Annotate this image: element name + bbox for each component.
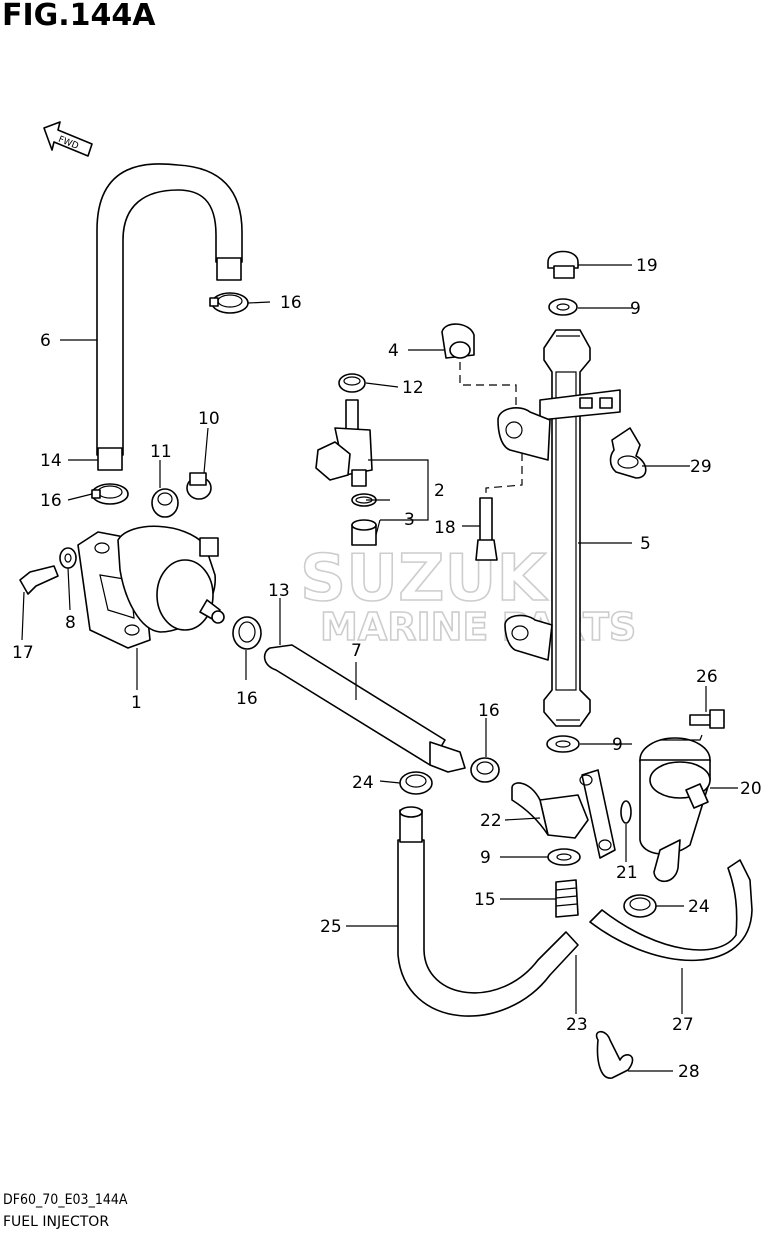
callout-9b: 9 bbox=[612, 735, 623, 755]
watermark: SUZUKI MARINE PARTS bbox=[299, 541, 637, 650]
callout-22: 22 bbox=[480, 811, 502, 831]
washer-9c bbox=[547, 848, 581, 866]
callout-24a: 24 bbox=[352, 773, 374, 793]
hose-6 bbox=[96, 163, 243, 471]
callout-29: 29 bbox=[690, 457, 712, 477]
callout-6: 6 bbox=[40, 331, 51, 351]
callout-1: 1 bbox=[131, 693, 142, 713]
pipe-7 bbox=[263, 644, 466, 773]
callout-2: 2 bbox=[434, 481, 445, 501]
fitting-15 bbox=[555, 879, 579, 918]
figure-title: FIG.144A bbox=[2, 0, 156, 33]
callout-26: 26 bbox=[696, 667, 718, 687]
hose-clamp-16c bbox=[232, 616, 262, 650]
callout-17: 17 bbox=[12, 643, 34, 663]
callout-4: 4 bbox=[388, 341, 399, 361]
bolt-18 bbox=[475, 497, 498, 561]
callout-21: 21 bbox=[616, 863, 638, 883]
callout-12: 12 bbox=[402, 378, 424, 398]
fuel-injector-2 bbox=[315, 399, 373, 487]
clip-29 bbox=[609, 427, 647, 479]
callout-16b: 16 bbox=[280, 293, 302, 313]
callout-10: 10 bbox=[198, 409, 220, 429]
hose-clamp-16b bbox=[91, 483, 129, 505]
callout-13: 13 bbox=[268, 581, 290, 601]
seal-12 bbox=[338, 373, 366, 393]
callout-20: 20 bbox=[740, 779, 762, 799]
watermark-line1: SUZUKI bbox=[300, 542, 570, 616]
callout-3: 3 bbox=[404, 510, 415, 530]
fitting-22 bbox=[511, 769, 616, 859]
cap-10 bbox=[186, 472, 212, 500]
callout-18: 18 bbox=[434, 518, 456, 538]
bolt-17 bbox=[19, 565, 59, 595]
watermark-line2: MARINE PARTS bbox=[320, 605, 636, 649]
hose-clamp-24a bbox=[623, 894, 657, 918]
cap-4 bbox=[441, 323, 475, 359]
callout-27: 27 bbox=[672, 1015, 694, 1035]
diagram-caption: FUEL INJECTOR bbox=[3, 1214, 110, 1230]
hose-clamp-16d bbox=[470, 757, 500, 783]
cap-19 bbox=[547, 250, 579, 279]
callout-16d: 16 bbox=[478, 701, 500, 721]
hose-25 bbox=[397, 806, 579, 1017]
washer-9b bbox=[546, 735, 580, 753]
callout-labels: 6 14 16 11 10 16 1 8 17 16 13 7 16 24 12… bbox=[12, 256, 762, 1082]
callout-24b: 24 bbox=[688, 897, 710, 917]
callout-19: 19 bbox=[636, 256, 658, 276]
o-ring-21 bbox=[620, 800, 632, 824]
callout-28: 28 bbox=[678, 1062, 700, 1082]
washer-8 bbox=[59, 547, 77, 569]
pressure-regulator-20 bbox=[639, 737, 711, 883]
callout-5: 5 bbox=[640, 534, 651, 554]
callout-8: 8 bbox=[65, 613, 76, 633]
callout-23: 23 bbox=[566, 1015, 588, 1035]
callout-16a: 16 bbox=[40, 491, 62, 511]
clip-28 bbox=[595, 1030, 634, 1079]
callout-15: 15 bbox=[474, 890, 496, 910]
seal-3b bbox=[351, 519, 377, 546]
callout-25: 25 bbox=[320, 917, 342, 937]
hose-clamp-16a bbox=[209, 292, 249, 314]
hose-27 bbox=[589, 859, 753, 962]
callout-11: 11 bbox=[150, 442, 172, 462]
fuel-rail-5 bbox=[497, 329, 621, 727]
leader-lines bbox=[21, 264, 738, 1072]
fuel-pump-1 bbox=[77, 525, 225, 649]
callout-7: 7 bbox=[351, 641, 362, 661]
grommet-11 bbox=[151, 488, 179, 518]
diagram-code: DF60_70_E03_144A bbox=[3, 1192, 128, 1208]
callout-9a: 9 bbox=[630, 299, 641, 319]
callout-16c: 16 bbox=[236, 689, 258, 709]
callout-9c: 9 bbox=[480, 848, 491, 868]
forward-arrow-icon: FWD bbox=[43, 121, 93, 157]
bolt-26 bbox=[689, 709, 725, 729]
hose-clamp-24b bbox=[399, 771, 433, 795]
washer-9a bbox=[548, 298, 578, 316]
callout-14: 14 bbox=[40, 451, 62, 471]
